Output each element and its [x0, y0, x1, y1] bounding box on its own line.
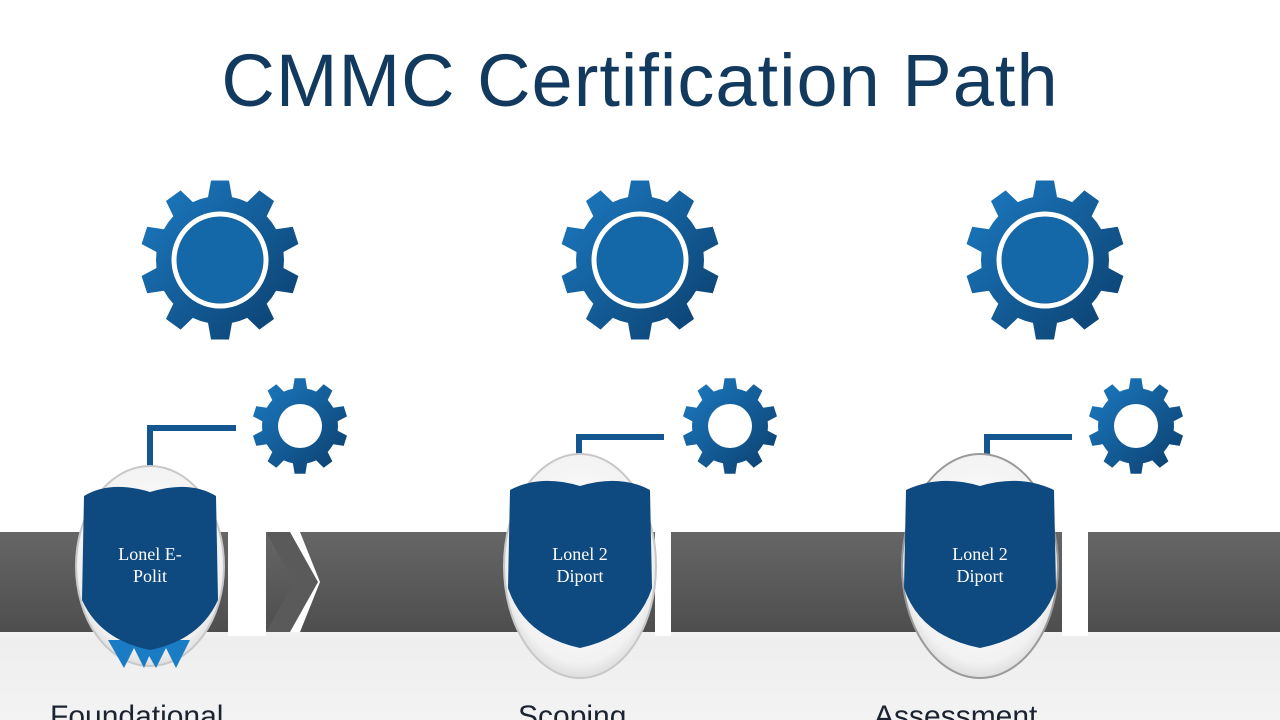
small-gear-icon [253, 378, 347, 474]
badge-line-2: Polit [133, 566, 167, 586]
gear-icon [561, 180, 719, 340]
badge-line-2: Diport [557, 566, 604, 586]
stage-1-badge: Lonel E- Polit [75, 465, 225, 668]
stage-2-badge: Lonel 2 Diport [503, 453, 657, 679]
chevron-arrow-icon [266, 532, 320, 632]
small-gear-icon [1089, 378, 1183, 474]
shield-badge-icon [508, 480, 652, 648]
gear-icon [966, 180, 1124, 340]
badge-line-1: Lonel 2 [952, 544, 1008, 564]
stage-label-scoping: Scoping [518, 700, 627, 720]
stage-label-foundational: Foundational [50, 700, 224, 720]
small-gear-icon [683, 378, 777, 474]
shield-badge-icon [82, 486, 218, 650]
gear-icon [141, 180, 299, 340]
badge-line-1: Lonel E- [118, 544, 181, 564]
shield-badge-icon [904, 480, 1056, 648]
stage-3-badge: Lonel 2 Diport [901, 453, 1059, 679]
page-title: CMMC Certification Path [221, 39, 1059, 122]
badge-line-2: Diport [957, 566, 1004, 586]
stage-label-assessment: Assessment [874, 700, 1038, 720]
badge-line-1: Lonel 2 [552, 544, 608, 564]
connector-line [147, 425, 236, 470]
